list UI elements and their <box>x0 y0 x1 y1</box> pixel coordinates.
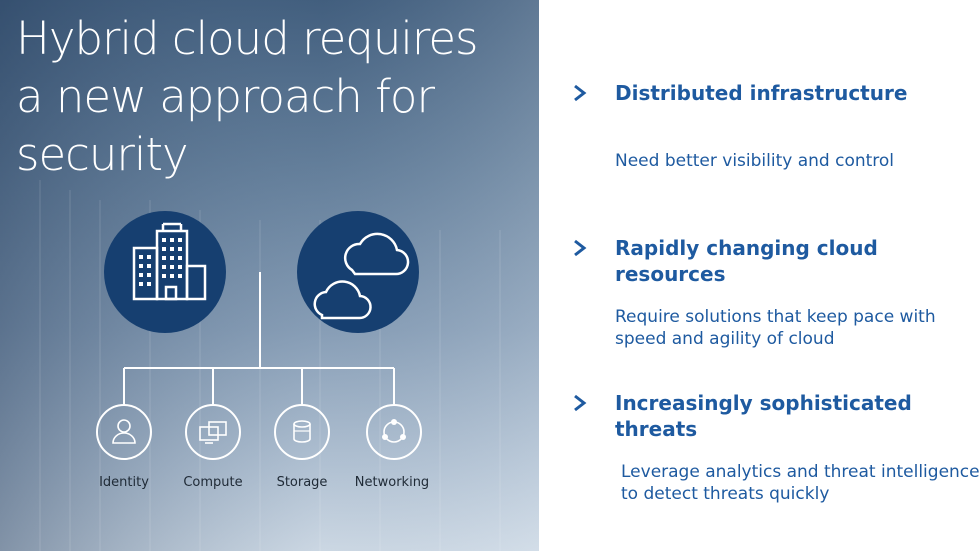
section-description: Require solutions that keep pace with sp… <box>615 307 936 349</box>
chevron-right-icon <box>574 394 587 412</box>
identity-icon <box>96 404 152 460</box>
page-title: Hybrid cloud requires a new approach for… <box>16 12 479 181</box>
chevron-right-icon <box>574 239 587 257</box>
hierarchy-diagram <box>96 211 422 460</box>
label-storage: Storage <box>276 475 328 490</box>
label-compute: Compute <box>183 475 243 490</box>
challenges-panel: Distributed infrastructure Need better v… <box>539 0 979 551</box>
section-title: Rapidly changing cloud resources <box>615 236 878 286</box>
hero-background: Hybrid cloud requires a new approach for… <box>0 0 539 551</box>
compute-icon <box>185 404 241 460</box>
section-title: Increasingly sophisticated threats <box>615 391 912 441</box>
section-title: Distributed infrastructure <box>615 81 908 105</box>
label-identity: Identity <box>99 475 149 490</box>
clouds-icon <box>297 211 419 333</box>
chevron-right-icon <box>574 84 587 102</box>
networking-icon <box>366 404 422 460</box>
building-icon <box>104 211 226 333</box>
label-networking: Networking <box>354 475 430 490</box>
section-description: Need better visibility and control <box>615 151 895 171</box>
section-description: Leverage analytics and threat intelligen… <box>621 462 979 504</box>
datacenter-background <box>0 0 539 551</box>
storage-icon <box>274 404 330 460</box>
